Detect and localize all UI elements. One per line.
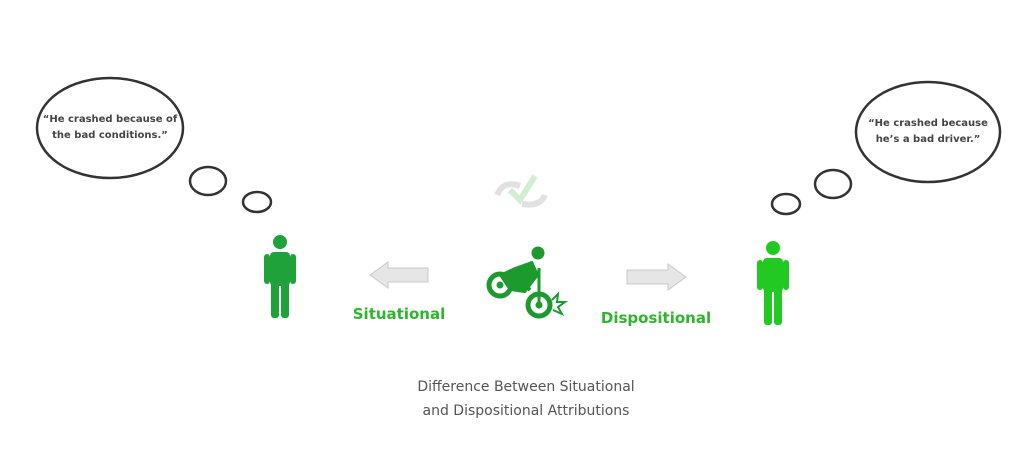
right-bubble-line2: he’s a bad driver.” — [875, 134, 981, 145]
diagram-caption: Difference Between Situational and Dispo… — [326, 375, 726, 423]
situational-label: Situational — [352, 305, 446, 323]
left-bubble-line1: “He crashed because of — [42, 114, 178, 125]
right-person-icon — [757, 241, 789, 325]
arrow-right-icon — [626, 263, 687, 291]
left-bubble-line2: the bad conditions.” — [52, 130, 168, 141]
left-person-icon — [264, 235, 296, 318]
motorcycle-crash-icon — [486, 246, 569, 319]
arrow-left-icon — [369, 261, 429, 289]
right-thought-bubble — [770, 80, 1002, 216]
caption-line2: and Dispositional Attributions — [422, 403, 630, 419]
right-bubble-text: “He crashed because he’s a bad driver.” — [858, 116, 998, 148]
left-thought-bubble — [35, 76, 273, 214]
check-logo-icon — [494, 174, 548, 208]
right-bubble-line1: “He crashed because — [868, 118, 988, 129]
left-bubble-text: “He crashed because of the bad condition… — [40, 112, 180, 144]
caption-line1: Difference Between Situational — [417, 379, 635, 395]
dispositional-label: Dispositional — [600, 309, 712, 327]
